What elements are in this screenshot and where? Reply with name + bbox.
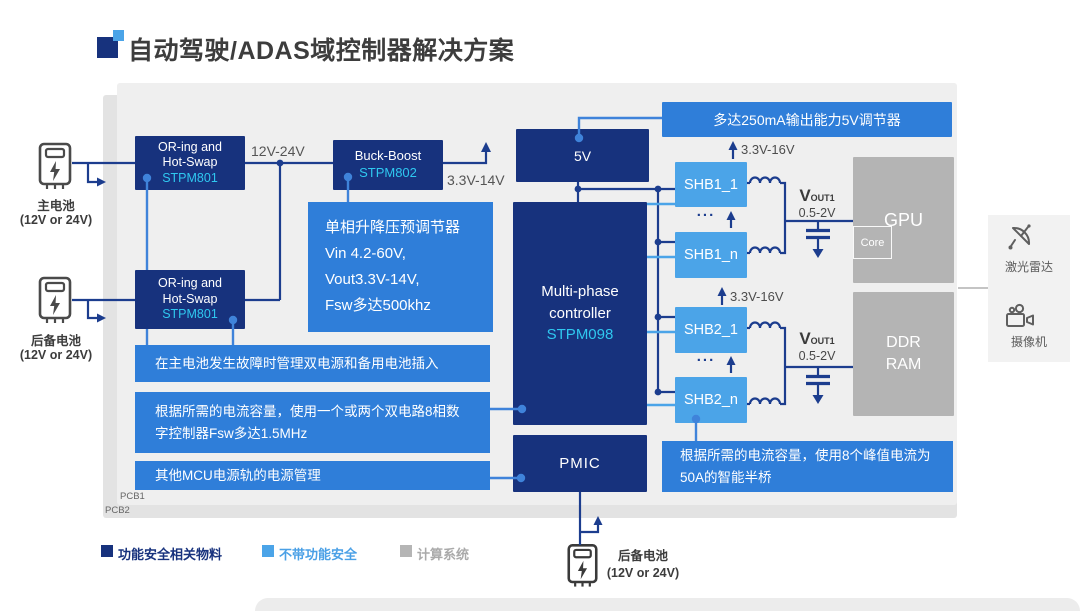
prereg-line1: 单相升降压预调节器 xyxy=(325,219,461,237)
main-battery-range: (12V or 24V) xyxy=(19,213,93,228)
shb2-1-label: SHB2_1 xyxy=(683,322,738,338)
shb2-ellipsis: ... xyxy=(696,348,716,365)
main-battery-icon xyxy=(38,142,72,189)
oring-hotswap-2-block: OR-ing and Hot-Swap STPM801 xyxy=(135,270,245,329)
pmic-label: PMIC xyxy=(559,455,601,472)
main-battery-label: 主电池 (12V or 24V) xyxy=(10,199,102,228)
controller-line1: Multi-phase xyxy=(541,282,619,300)
bottom-battery-label: 后备电池 (12V or 24V) xyxy=(600,549,686,581)
oring2-line1: OR-ing and xyxy=(158,276,222,291)
buck-boost-block: Buck-Boost STPM802 xyxy=(333,140,443,190)
pmic-block: PMIC xyxy=(513,435,647,492)
preregulator-note: 单相升降压预调节器 Vin 4.2-60V, Vout3.3V-14V, Fsw… xyxy=(308,202,493,332)
rail-3v3-14v-label: 3.3V-14V xyxy=(447,172,505,188)
note-dual-8phase: 根据所需的电流容量，使用一个或两个双电路8相数字控制器Fsw多达1.5MHz xyxy=(135,392,490,453)
prereg-line2: Vin 4.2-60V, xyxy=(325,245,406,263)
ddr-ram-block: DDR RAM xyxy=(853,292,954,416)
backup-battery-icon xyxy=(38,276,72,323)
legend-nosafety-label: 不带功能安全 xyxy=(279,547,358,562)
legend-safety-label: 功能安全相关物料 xyxy=(118,547,223,562)
prereg-line4: Fsw多达500khz xyxy=(325,296,431,314)
pcb2-label: PCB2 xyxy=(105,505,130,516)
ddr-line2: RAM xyxy=(885,356,922,373)
shb1-ellipsis: ... xyxy=(696,203,716,220)
legend-nosafety-swatch xyxy=(262,545,274,557)
pcb1-label: PCB1 xyxy=(120,491,145,502)
page-title: 自动驾驶/ADAS域控制器解决方案 xyxy=(128,37,515,65)
title-bullet-navy xyxy=(97,37,118,58)
oring1-part: STPM801 xyxy=(162,170,218,185)
vout1-label-ddr: VOUT1 0.5-2V xyxy=(793,329,841,363)
bottom-card-edge xyxy=(255,598,1080,611)
oring-hotswap-1-block: OR-ing and Hot-Swap STPM801 xyxy=(135,136,245,190)
backup-battery-label: 后备电池 (12V or 24V) xyxy=(10,334,102,363)
shb1-n-label: SHB1_n xyxy=(683,247,738,263)
bottom-battery-icon xyxy=(567,544,598,587)
shb1-1-label: SHB1_1 xyxy=(683,176,738,193)
controller-part: STPM098 xyxy=(546,326,614,344)
camera-icon xyxy=(1006,303,1034,327)
gpu-block: GPU xyxy=(853,157,954,283)
vout1-sub: OUT1 xyxy=(810,193,835,203)
note4-text: 根据所需的电流容量，使用8个峰值电流为50A的智能半桥 xyxy=(680,447,931,485)
shb2-n-label: SHB2_n xyxy=(683,392,738,408)
oring2-part: STPM801 xyxy=(162,307,218,322)
prereg-line3: Vout3.3V-14V, xyxy=(325,271,420,288)
shb2-n-block: SHB2_n xyxy=(675,377,747,423)
shb1-n-block: SHB1_n xyxy=(675,232,747,278)
lidar-label: 激光雷达 xyxy=(1004,260,1053,274)
legend-safety-swatch xyxy=(101,545,113,557)
bottom-battery-range: (12V or 24V) xyxy=(606,566,680,581)
buck-boost-line1: Buck-Boost xyxy=(354,148,422,164)
note-dual-supply: 在主电池发生故障时管理双电源和备用电池插入 xyxy=(135,345,490,382)
banner-text: 多达250mA输出能力5V调节器 xyxy=(713,111,901,128)
legend-compute-label: 计算系统 xyxy=(417,547,470,562)
lidar-icon xyxy=(1008,224,1031,250)
vout2-v: V xyxy=(799,329,811,348)
camera-label: 摄像机 xyxy=(1010,335,1047,349)
vout2-sub: OUT1 xyxy=(810,336,835,346)
rail-3v3-16v-label-1: 3.3V-16V xyxy=(741,142,795,157)
rail-3v3-16v-label-2: 3.3V-16V xyxy=(730,289,784,304)
note-mcu-rails: 其他MCU电源轨的电源管理 xyxy=(135,461,490,490)
shb2-1-block: SHB2_1 xyxy=(675,307,747,353)
note3-text: 其他MCU电源轨的电源管理 xyxy=(155,467,321,483)
vout1-label-gpu: VOUT1 0.5-2V xyxy=(793,186,841,220)
5v-regulator-block: 5V xyxy=(516,129,649,182)
backup-battery-name: 后备电池 xyxy=(30,334,81,348)
oring1-line2: Hot-Swap xyxy=(162,155,218,170)
ddr-line1: DDR xyxy=(886,334,921,352)
note1-text: 在主电池发生故障时管理双电源和备用电池插入 xyxy=(155,355,439,371)
oring2-line2: Hot-Swap xyxy=(162,291,218,306)
5v-banner-note: 多达250mA输出能力5V调节器 xyxy=(662,102,952,137)
oring1-line1: OR-ing and xyxy=(158,139,222,154)
rail-12v-24v-label: 12V-24V xyxy=(251,143,305,159)
legend-compute-swatch xyxy=(400,545,412,557)
backup-battery-range: (12V or 24V) xyxy=(19,348,93,363)
main-battery-name: 主电池 xyxy=(37,199,75,213)
gpu-label: GPU xyxy=(883,209,923,230)
note-smart-halfbridge: 根据所需的电流容量，使用8个峰值电流为50A的智能半桥 xyxy=(662,441,953,492)
vout2-range: 0.5-2V xyxy=(798,349,836,363)
shb1-1-block: SHB1_1 xyxy=(675,162,747,207)
title-bullet-lightblue xyxy=(113,30,124,41)
vout1-v: V xyxy=(799,186,811,205)
multiphase-controller-block: Multi-phase controller STPM098 xyxy=(513,202,647,425)
core-label: Core xyxy=(860,236,885,249)
vout1-range: 0.5-2V xyxy=(798,206,836,220)
controller-line2: controller xyxy=(549,304,611,322)
buck-boost-part: STPM802 xyxy=(359,165,417,180)
bottom-battery-name: 后备电池 xyxy=(617,549,668,563)
gpu-core-block: Core xyxy=(853,226,892,259)
5v-label: 5V xyxy=(573,147,592,164)
note2-text: 根据所需的电流容量，使用一个或两个双电路8相数字控制器Fsw多达1.5MHz xyxy=(155,403,460,441)
